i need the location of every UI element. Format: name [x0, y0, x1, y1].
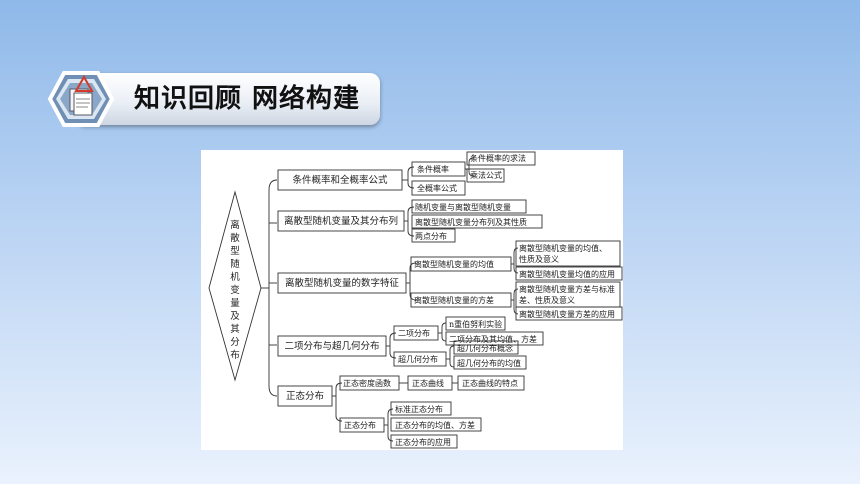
- root-char: 离: [230, 219, 240, 231]
- label-normal-curve: 正态曲线: [412, 378, 444, 388]
- root-char: 布: [230, 349, 240, 361]
- label-standard-normal: 标准正态分布: [395, 404, 443, 414]
- knowledge-map: 离 散 型 随 机 变 量 及 其 分 布 条件概率和全概率公式 离散型随机变量…: [201, 150, 623, 450]
- page-title: 知识回顾 网络构建: [134, 84, 361, 114]
- knowledge-map-svg: 离 散 型 随 机 变 量 及 其 分 布 条件概率和全概率公式 离散型随机变量…: [208, 151, 623, 449]
- label-normal-mean: 正态分布的均值、方差: [395, 420, 475, 430]
- label-hypergeometric-concept: 超几何分布概念: [457, 343, 513, 353]
- label-variance: 离散型随机变量的方差: [414, 295, 494, 305]
- label-discrete-distribution: 离散型随机变量及其分布列: [284, 215, 398, 227]
- label-numeric-features: 离散型随机变量的数字特征: [285, 277, 400, 289]
- book-icon: [47, 71, 115, 127]
- label-two-point: 两点分布: [415, 231, 447, 241]
- label-conditional-method: 条件概率的求法: [470, 153, 526, 163]
- label-conditional-probability: 条件概率和全概率公式: [292, 174, 388, 186]
- label-distribution-properties: 离散型随机变量分布列及其性质: [415, 217, 527, 227]
- label-conditional: 条件概率: [417, 164, 449, 174]
- label-multiplication-rule: 乘法公式: [470, 170, 502, 180]
- label-mean-properties-2: 性质及意义: [519, 254, 559, 264]
- root-char: 变: [230, 284, 240, 296]
- root-char: 量: [230, 298, 240, 309]
- label-variance-properties-2: 差、性质及意义: [519, 295, 575, 305]
- label-total-probability: 全概率公式: [417, 183, 457, 193]
- label-binomial: 二项分布: [398, 328, 430, 338]
- label-mean: 离散型随机变量的均值: [414, 259, 494, 269]
- root-char: 型: [230, 246, 240, 257]
- label-random-variable: 随机变量与离散型随机变量: [415, 202, 511, 212]
- label-normal-application: 正态分布的应用: [395, 437, 451, 447]
- label-binomial-hypergeometric: 二项分布与超几何分布: [284, 340, 379, 352]
- label-binomial-mean: 二项分布及其均值、方差: [449, 334, 537, 344]
- label-mean-application: 离散型随机变量均值的应用: [519, 269, 615, 279]
- label-variance-properties: 离散型随机变量方差与标准: [519, 284, 615, 294]
- label-hypergeometric-mean: 超几何分布的均值: [457, 358, 521, 368]
- root-char: 机: [230, 271, 240, 283]
- label-curve-features: 正态曲线的特点: [462, 378, 518, 388]
- label-bernoulli: n重伯努利实验: [449, 319, 502, 329]
- root-char: 分: [230, 337, 240, 348]
- root-char: 随: [230, 258, 240, 270]
- label-hypergeometric: 超几何分布: [398, 354, 438, 364]
- root-char: 其: [230, 324, 240, 335]
- root-char: 散: [230, 232, 240, 244]
- banner-bar: [80, 73, 380, 125]
- section-banner: 知识回顾 网络构建: [40, 67, 383, 131]
- label-density: 正态密度函数: [343, 378, 391, 388]
- root-char: 及: [230, 311, 240, 322]
- label-mean-properties: 离散型随机变量的均值、: [519, 243, 607, 253]
- label-normal-distribution: 正态分布: [286, 390, 324, 402]
- label-normal: 正态分布: [344, 420, 376, 430]
- label-variance-application: 离散型随机变量方差的应用: [519, 309, 615, 319]
- root-node-shape: [208, 190, 262, 382]
